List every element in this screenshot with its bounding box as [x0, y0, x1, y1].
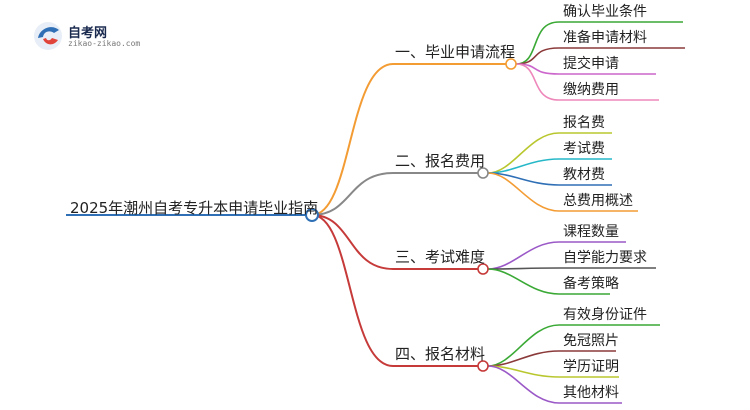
- leaf-label: 确认毕业条件: [563, 4, 647, 20]
- leaf-connector: [515, 63, 560, 101]
- branch-node: [477, 360, 489, 372]
- leaf-connector: [487, 324, 560, 367]
- branch-label: 一、毕业申请流程: [395, 43, 516, 61]
- branch-node: [505, 58, 517, 70]
- leaf-label: 有效身份证件: [563, 307, 647, 323]
- leaf-label: 教材费: [563, 167, 605, 183]
- leaf-connector: [515, 47, 560, 65]
- logo-url: zikao-zikao.com: [68, 39, 141, 48]
- leaf-connector: [487, 172, 560, 212]
- leaf-label: 其他材料: [563, 385, 619, 401]
- leaf-label: 自学能力要求: [563, 250, 647, 266]
- leaf-connector: [487, 132, 560, 174]
- leaf-label: 学历证明: [563, 359, 619, 375]
- leaf-label: 提交申请: [563, 56, 619, 72]
- root-node: [305, 208, 319, 222]
- branch-node: [477, 263, 489, 275]
- leaf-label: 总费用概述: [563, 193, 633, 209]
- leaf-connector: [487, 268, 560, 295]
- leaf-connector: [487, 365, 560, 404]
- leaf-label: 考试费: [563, 141, 605, 157]
- branch-connector: [311, 63, 394, 216]
- leaf-label: 缴纳费用: [563, 82, 619, 98]
- branch-node: [477, 167, 489, 179]
- branch-connector: [311, 214, 394, 367]
- root-topic-label: 2025年潮州自考专升本申请毕业指南: [70, 199, 319, 217]
- leaf-label: 课程数量: [563, 224, 619, 240]
- leaf-label: 准备申请材料: [563, 30, 647, 46]
- logo-title: 自考网: [68, 26, 108, 41]
- branch-label: 四、报名材料: [395, 345, 486, 363]
- leaf-connector: [487, 267, 560, 270]
- branch-label: 三、考试难度: [395, 248, 486, 266]
- leaf-label: 备考策略: [563, 276, 619, 292]
- logo-mark-icon: [34, 22, 62, 50]
- branch-connector: [311, 172, 394, 216]
- site-logo: 自考网 zikao-zikao.com: [32, 20, 144, 54]
- leaf-label: 免冠照片: [563, 333, 619, 349]
- branch-label: 二、报名费用: [395, 152, 486, 170]
- leaf-connector: [487, 241, 560, 270]
- leaf-connector: [515, 21, 560, 65]
- branch-connector: [311, 214, 394, 270]
- leaf-label: 报名费: [563, 115, 605, 131]
